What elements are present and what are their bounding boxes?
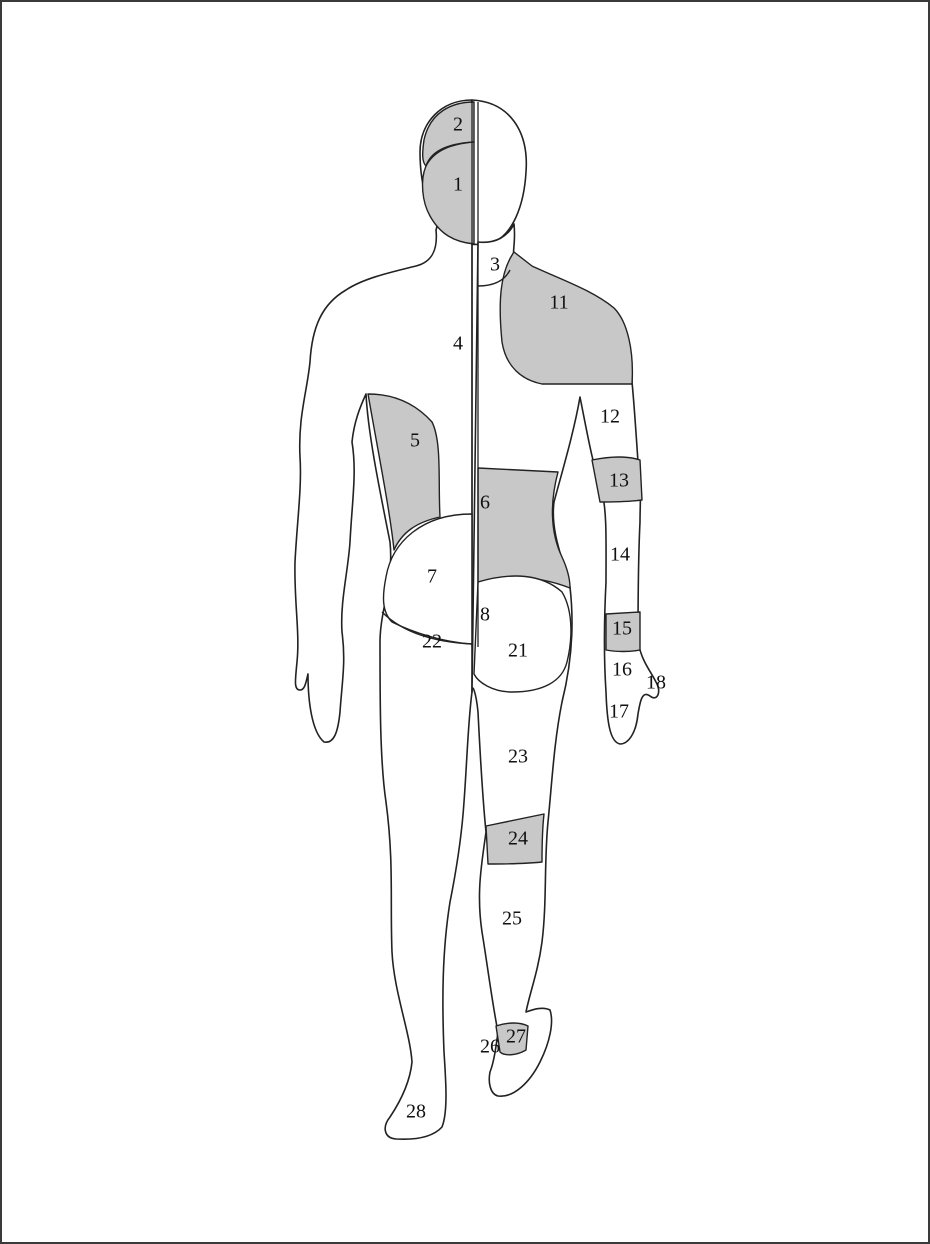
label-region-25: 25 <box>502 908 522 930</box>
region-2-scalp <box>421 101 475 167</box>
body-left-outline <box>294 99 473 1141</box>
label-region-1: 1 <box>453 174 463 196</box>
region-21-thigh <box>473 575 572 693</box>
region-22-boundary <box>381 611 473 645</box>
region-13-elbow <box>591 456 643 503</box>
region-7-hip <box>382 513 473 645</box>
label-region-8: 8 <box>480 604 490 626</box>
label-region-22: 22 <box>422 631 442 653</box>
region-5-flank <box>367 393 441 551</box>
label-region-2: 2 <box>453 114 463 136</box>
label-region-18: 18 <box>646 672 666 694</box>
label-region-3: 3 <box>490 254 500 276</box>
region-24-knee <box>485 813 545 865</box>
label-region-26: 26 <box>480 1036 500 1058</box>
label-region-11: 11 <box>549 292 568 314</box>
label-region-21: 21 <box>508 640 528 662</box>
region-15-wrist <box>605 611 641 653</box>
label-region-24: 24 <box>508 828 528 850</box>
label-region-15: 15 <box>612 618 632 640</box>
region-27-ankle <box>495 1022 529 1056</box>
label-region-27: 27 <box>506 1026 526 1048</box>
label-region-17: 17 <box>609 701 629 723</box>
label-region-16: 16 <box>612 659 632 681</box>
label-region-28: 28 <box>406 1101 426 1123</box>
region-1-face <box>421 141 475 245</box>
label-region-4: 4 <box>453 333 463 355</box>
label-region-13: 13 <box>609 470 629 492</box>
label-region-6: 6 <box>480 492 490 514</box>
label-region-7: 7 <box>427 566 437 588</box>
region-3-boundary <box>477 269 511 287</box>
label-region-14: 14 <box>610 544 630 566</box>
label-region-12: 12 <box>600 406 620 428</box>
label-region-5: 5 <box>410 430 420 452</box>
label-region-23: 23 <box>508 746 528 768</box>
region-11-shoulder <box>499 251 634 385</box>
